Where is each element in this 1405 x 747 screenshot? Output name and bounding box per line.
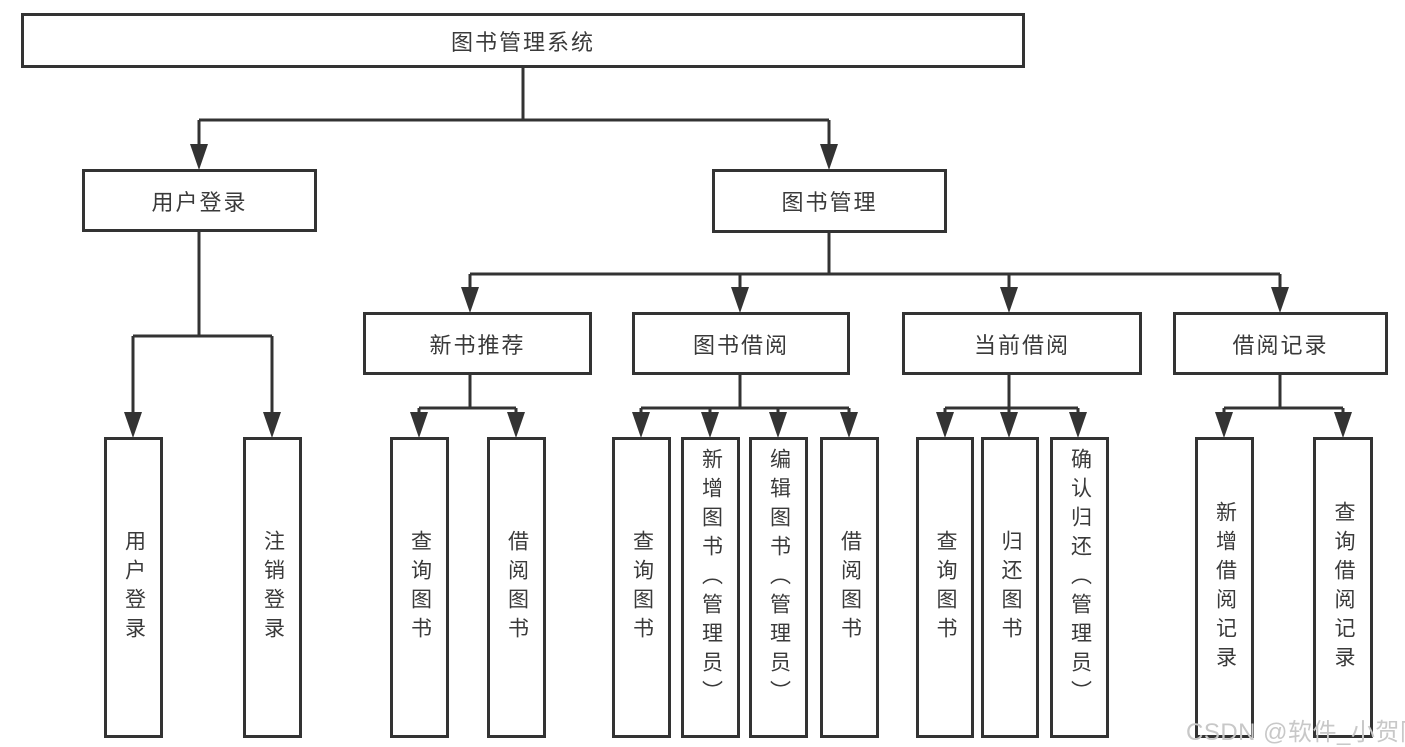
arrowheads-login-children xyxy=(124,412,281,438)
arrowheads-level3 xyxy=(461,287,1289,313)
leaf-edit-books-admin: 编辑图书（管理员） xyxy=(749,437,808,738)
leaf-logout: 注销登录 xyxy=(243,437,302,738)
connector-current-children xyxy=(943,373,1080,418)
leaf-add-borrow-record: 新增借阅记录 xyxy=(1195,437,1254,738)
node-book-management: 图书管理 xyxy=(712,169,947,233)
leaf-label: 归还图书 xyxy=(999,529,1022,646)
leaf-label: 新增借阅记录 xyxy=(1213,500,1237,675)
leaf-label: 查询图书 xyxy=(630,529,654,646)
connector-records-children xyxy=(1222,373,1345,418)
leaf-return-books: 归还图书 xyxy=(981,437,1039,738)
node-current-borrow: 当前借阅 xyxy=(902,312,1142,375)
leaf-label: 注销登录 xyxy=(261,529,285,646)
connector-newbooks-children xyxy=(417,373,518,418)
arrowheads-newbooks-children xyxy=(410,412,525,438)
node-book-borrow: 图书借阅 xyxy=(632,312,850,375)
leaf-label: 确认归还（管理员） xyxy=(1068,448,1092,709)
leaf-query-books-borrow: 查询图书 xyxy=(612,437,671,738)
node-new-book-recommend: 新书推荐 xyxy=(363,312,592,375)
leaf-label: 借阅图书 xyxy=(838,529,862,646)
leaf-label: 查询图书 xyxy=(934,529,957,646)
leaf-confirm-return-admin: 确认归还（管理员） xyxy=(1050,437,1109,738)
node-borrow-records: 借阅记录 xyxy=(1173,312,1388,375)
leaf-label: 新增图书（管理员） xyxy=(699,448,723,709)
node-user-login: 用户登录 xyxy=(82,169,317,232)
csdn-watermark: CSDN @软件_小贺同学 xyxy=(1186,719,1405,746)
leaf-add-books-admin: 新增图书（管理员） xyxy=(681,437,740,738)
leaf-label: 查询借阅记录 xyxy=(1332,500,1355,675)
leaf-label: 用户登录 xyxy=(122,529,146,646)
arrowheads-records-children xyxy=(1215,412,1352,438)
leaf-label: 查询图书 xyxy=(408,529,432,646)
leaf-query-books-current: 查询图书 xyxy=(916,437,974,738)
leaf-label: 借阅图书 xyxy=(505,529,529,646)
arrowheads-current-children xyxy=(936,412,1087,438)
leaf-borrow-books-recommend: 借阅图书 xyxy=(487,437,546,738)
connector-login-children xyxy=(131,230,274,418)
leaf-query-books-recommend: 查询图书 xyxy=(390,437,449,738)
leaf-query-borrow-record: 查询借阅记录 xyxy=(1313,437,1373,738)
arrowheads-borrow-children xyxy=(632,412,858,438)
connector-root-to-level2 xyxy=(197,66,831,150)
leaf-borrow-books: 借阅图书 xyxy=(820,437,879,738)
connector-borrow-children xyxy=(639,373,851,418)
leaf-user-login: 用户登录 xyxy=(104,437,163,738)
node-root: 图书管理系统 xyxy=(21,13,1025,68)
leaf-label: 编辑图书（管理员） xyxy=(767,448,791,709)
connector-management-to-level3 xyxy=(468,231,1282,293)
arrowheads-level2 xyxy=(190,144,838,170)
